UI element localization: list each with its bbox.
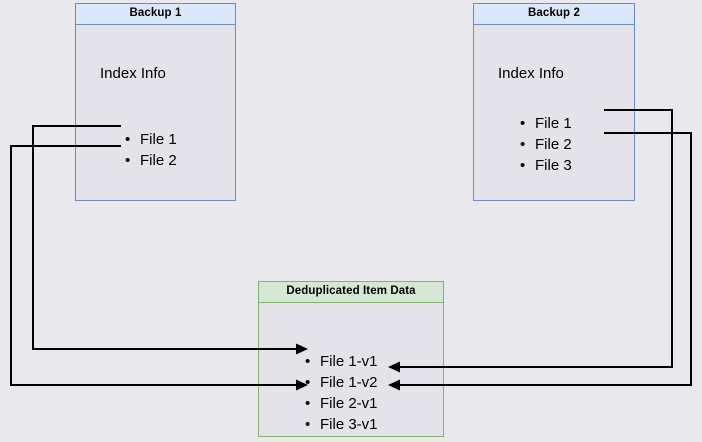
list-item[interactable]: File 1-v2: [304, 372, 378, 393]
node-backup-2-body: Index Info File 1 File 2 File 3: [474, 25, 634, 200]
node-dedup-body: File 1-v1 File 1-v2 File 2-v1 File 3-v1: [259, 303, 443, 436]
list-item[interactable]: File 1: [124, 129, 177, 150]
list-item[interactable]: File 2: [124, 150, 177, 171]
list-item[interactable]: File 1-v1: [304, 351, 378, 372]
backup-1-index-info-label: Index Info: [100, 65, 166, 82]
node-deduplicated-item-data[interactable]: Deduplicated Item Data File 1-v1 File 1-…: [258, 281, 444, 437]
node-backup-1[interactable]: Backup 1 Index Info File 1 File 2: [75, 3, 236, 201]
backup-2-file-list: File 1 File 2 File 3: [519, 113, 572, 176]
node-dedup-title: Deduplicated Item Data: [259, 282, 443, 303]
list-item[interactable]: File 2: [519, 134, 572, 155]
node-backup-1-body: Index Info File 1 File 2: [76, 25, 235, 200]
dedup-item-list: File 1-v1 File 1-v2 File 2-v1 File 3-v1: [304, 351, 378, 435]
list-item[interactable]: File 1: [519, 113, 572, 134]
list-item[interactable]: File 3: [519, 155, 572, 176]
node-backup-1-title: Backup 1: [76, 4, 235, 25]
list-item[interactable]: File 3-v1: [304, 414, 378, 435]
backup-2-index-info-label: Index Info: [498, 65, 564, 82]
list-item[interactable]: File 2-v1: [304, 393, 378, 414]
backup-1-file-list: File 1 File 2: [124, 129, 177, 171]
node-backup-2-title: Backup 2: [474, 4, 634, 25]
node-backup-2[interactable]: Backup 2 Index Info File 1 File 2 File 3: [473, 3, 635, 201]
